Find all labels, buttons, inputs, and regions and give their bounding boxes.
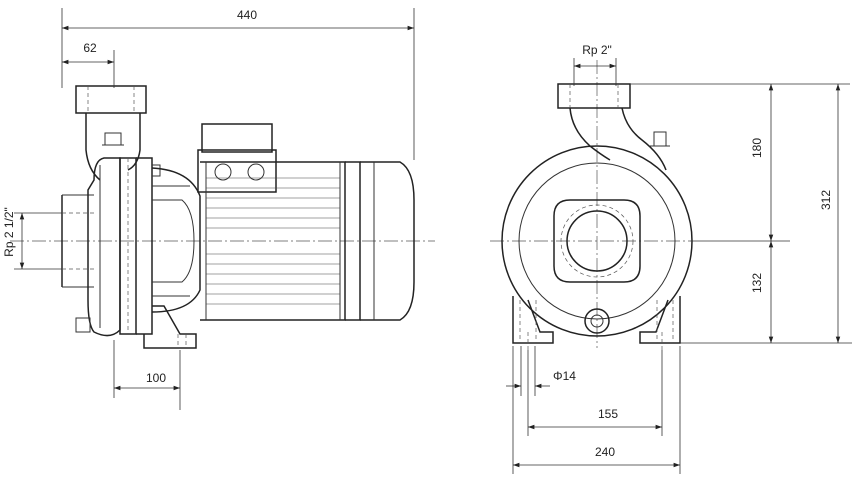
- pump-bracket-side: [136, 157, 201, 349]
- front-view: Rp 2" 180 132 312 Φ14 155 240: [490, 43, 852, 474]
- dim-bolt-hole: Φ14: [553, 369, 576, 383]
- dim-total-height: 312: [819, 190, 833, 210]
- motor-side: [197, 123, 415, 321]
- side-view: 440 62 Rp 2 1/2" 100: [2, 8, 435, 410]
- dim-overall-length: 440: [237, 8, 257, 22]
- outlet-flange-front: [557, 83, 670, 171]
- base-feet-front: [512, 296, 681, 350]
- dim-height-above-axis: 180: [750, 138, 764, 158]
- dim-inlet-to-flange: 62: [83, 41, 97, 55]
- dim-foot-length: 100: [146, 371, 166, 385]
- dim-outlet-thread: Rp 2": [582, 43, 612, 57]
- dim-base-width: 240: [595, 445, 615, 459]
- pump-casing-side: [61, 85, 147, 337]
- dim-bolt-spacing: 155: [598, 407, 618, 421]
- dim-height-below-axis: 132: [750, 273, 764, 293]
- motor-cooling-fins: [206, 177, 340, 305]
- dim-inlet-thread: Rp 2 1/2": [2, 207, 16, 257]
